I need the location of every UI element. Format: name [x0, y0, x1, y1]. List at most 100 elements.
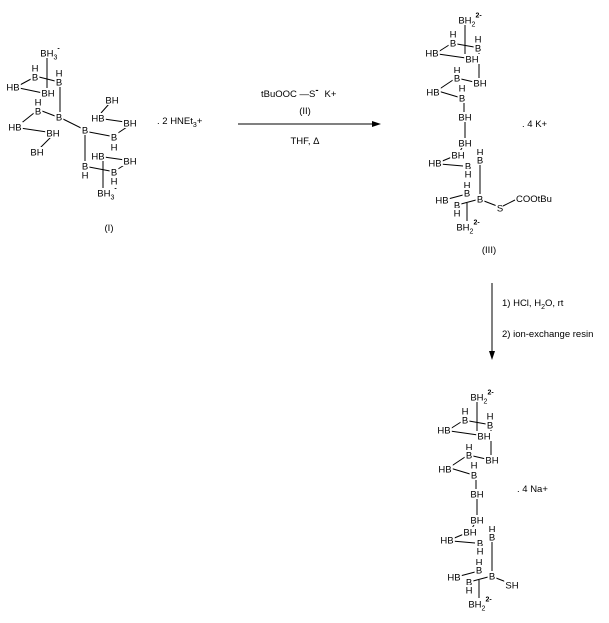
- compound-III-atom: HB: [425, 49, 438, 60]
- compound-III-atom: H: [464, 181, 471, 192]
- bond: [449, 421, 462, 430]
- compound-III-atom: B: [477, 156, 483, 167]
- compound-I-atom: B: [56, 113, 62, 124]
- product-atom: H: [462, 407, 469, 418]
- product-atom: H: [477, 547, 484, 558]
- bond: [38, 76, 56, 82]
- compound-III-atom: BH: [458, 113, 471, 124]
- bond: [472, 576, 489, 582]
- compound-III-atom: B: [464, 189, 470, 200]
- product-atom: BH: [485, 456, 498, 467]
- cootbu-substituent: COOtBu: [516, 194, 552, 205]
- compound-III-atom: BH22-: [458, 13, 482, 29]
- product-atom: BH: [470, 516, 483, 527]
- compound-I-atom: H: [56, 69, 63, 80]
- compound-I-atom: B: [111, 168, 117, 179]
- compound-III-atom: BH: [458, 139, 471, 150]
- bond: [41, 110, 56, 117]
- compound-I-atom: HB: [91, 114, 104, 125]
- bond: [468, 420, 487, 425]
- compound-I-atom: H: [32, 64, 39, 75]
- conditions-1: THF, Δ: [290, 136, 320, 147]
- bond: [456, 43, 475, 48]
- product-atom: BH22-: [470, 390, 494, 406]
- bond: [439, 163, 464, 167]
- product-atom: BH22-: [468, 597, 492, 613]
- bond: [62, 118, 82, 129]
- bond: [103, 118, 126, 123]
- product-atom: B: [466, 451, 472, 462]
- compound-III-atom: H: [454, 66, 461, 77]
- compound-III-atom: B: [459, 94, 465, 105]
- compound-III-atom: H: [477, 148, 484, 159]
- compound-III-atom: H: [475, 35, 482, 46]
- compound-III-atom: H: [459, 84, 466, 95]
- reaction-arrow-2: 1) HCl, H2O, rt 2) ion-exchange resin: [489, 283, 593, 360]
- compound-I-atom: H: [82, 171, 89, 182]
- compound-I-atom: B: [35, 107, 41, 118]
- compound-I-atom: BH: [105, 96, 118, 107]
- compound-III-atom: B: [450, 39, 456, 50]
- compound-III-atom: BH: [465, 55, 478, 66]
- step-2-conditions: 2) ion-exchange resin: [502, 329, 593, 340]
- product-atom: HB: [440, 536, 453, 547]
- compound-I-atom: BH3-: [40, 46, 60, 62]
- compound-I-atom: HB: [6, 83, 19, 94]
- compound-III-atom: H: [454, 209, 461, 220]
- bond: [88, 166, 111, 172]
- bond: [460, 199, 477, 205]
- compound-I-atom: B: [82, 126, 88, 137]
- compound-I-atom: BH: [46, 129, 59, 140]
- compound-I-atom: B: [111, 133, 117, 144]
- compound-III-atom: B: [465, 162, 471, 173]
- compound-III-atom: BH: [473, 79, 486, 90]
- product-atom: SH: [505, 581, 518, 592]
- compound-III-atom: H: [450, 30, 457, 41]
- product-atom: B: [476, 566, 482, 577]
- product-atom: H: [466, 443, 473, 454]
- product-atom: HB: [437, 426, 450, 437]
- compound-I-atom: BH: [123, 157, 136, 168]
- compound-I-atom: H: [111, 143, 118, 154]
- product-atom: B: [489, 533, 495, 544]
- compound-I-counterion: . 2 HNEt3+: [157, 116, 203, 129]
- product-atom: B: [471, 471, 477, 482]
- product-atom: H: [476, 558, 483, 569]
- compound-I-atom: BH: [41, 89, 54, 100]
- step-1-conditions: 1) HCl, H2O, rt: [502, 298, 564, 311]
- compound-I-atom: BH: [123, 119, 136, 130]
- bond: [39, 136, 52, 149]
- arrowhead-icon: [372, 121, 381, 127]
- product-atom: H: [487, 412, 494, 423]
- bond: [449, 430, 479, 436]
- compound-III-atom: B: [454, 201, 460, 212]
- bond: [447, 194, 464, 200]
- product-atom: BH: [477, 432, 490, 443]
- bond: [103, 156, 126, 161]
- product-atom: B: [487, 421, 493, 432]
- product-atom: H: [489, 525, 496, 536]
- product-atom: HB: [447, 573, 460, 584]
- product-atom: HB: [438, 465, 451, 476]
- compound-III-label: (III): [482, 245, 496, 256]
- compound-I-atom: H: [111, 177, 118, 188]
- bond: [437, 90, 459, 98]
- bond: [437, 53, 467, 59]
- bond: [19, 127, 48, 133]
- compound-III-atom: B: [475, 44, 481, 55]
- compound-I-atom: HB: [8, 123, 21, 134]
- bond: [100, 103, 110, 114]
- reaction-arrow-1: tBuOOC —S-K+ (II) THF, Δ: [238, 85, 381, 147]
- compound-III-atom: HB: [428, 159, 441, 170]
- compound-III-atom: HB: [426, 88, 439, 99]
- bond: [437, 44, 450, 53]
- compound-I-atom: B: [56, 78, 62, 89]
- bond: [483, 200, 498, 207]
- compound-III-atom: BH22-: [456, 220, 480, 236]
- compound-III-atom: BH: [451, 151, 464, 162]
- arrowhead-icon: [489, 351, 495, 360]
